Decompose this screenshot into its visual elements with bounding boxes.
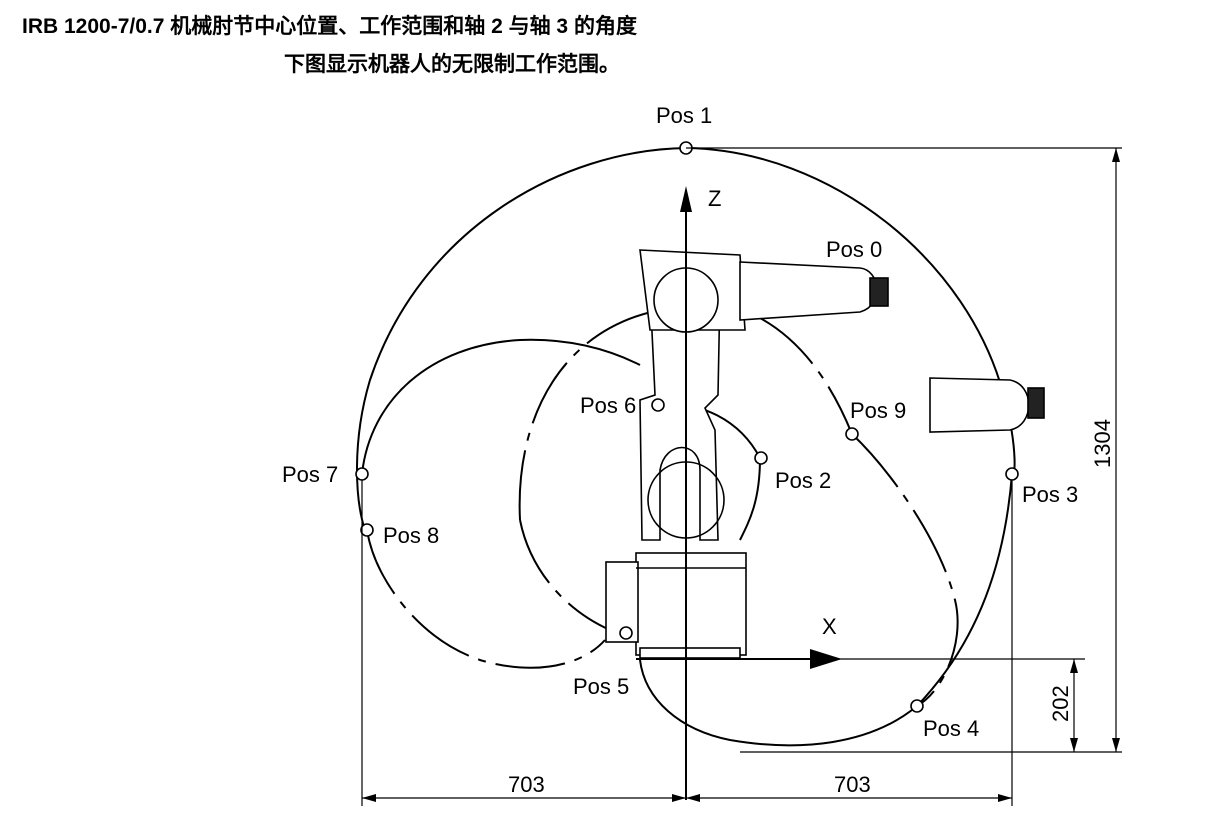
pos0-label: Pos 0 [826, 237, 882, 262]
pos4-label: Pos 4 [923, 716, 979, 741]
pos8-label: Pos 8 [383, 523, 439, 548]
pos9-label: Pos 9 [850, 398, 906, 423]
x-axis-label: X [822, 614, 837, 639]
coordinate-axes [636, 186, 1085, 800]
pos7-label: Pos 7 [282, 462, 338, 487]
pos6-marker [651, 398, 665, 412]
page-title: IRB 1200-7/0.7 机械肘节中心位置、工作范围和轴 2 与轴 3 的角… [22, 15, 637, 38]
pos4-marker [910, 699, 924, 713]
pos5-marker [619, 626, 633, 640]
dim-reach-right: 703 [834, 772, 871, 797]
pos2-marker [754, 451, 768, 465]
page-subtitle: 下图显示机器人的无限制工作范围。 [284, 53, 620, 76]
pos3-marker [1005, 467, 1019, 481]
dim-height-total: 1304 [1090, 419, 1115, 468]
pos2-label: Pos 2 [775, 468, 831, 493]
pos8-marker [360, 523, 374, 537]
robot-arm [605, 249, 1045, 659]
pos9-marker [845, 427, 859, 441]
dimension-lines [361, 147, 1122, 806]
pos1-label: Pos 1 [656, 103, 712, 128]
pos7-marker [355, 467, 369, 481]
pos5-label: Pos 5 [573, 674, 629, 699]
dim-height-below: 202 [1048, 685, 1073, 722]
pos6-label: Pos 6 [580, 393, 636, 418]
dim-reach-left: 703 [508, 772, 545, 797]
pos3-label: Pos 3 [1022, 482, 1078, 507]
position-markers [355, 141, 1019, 713]
z-axis-label: Z [708, 186, 721, 211]
